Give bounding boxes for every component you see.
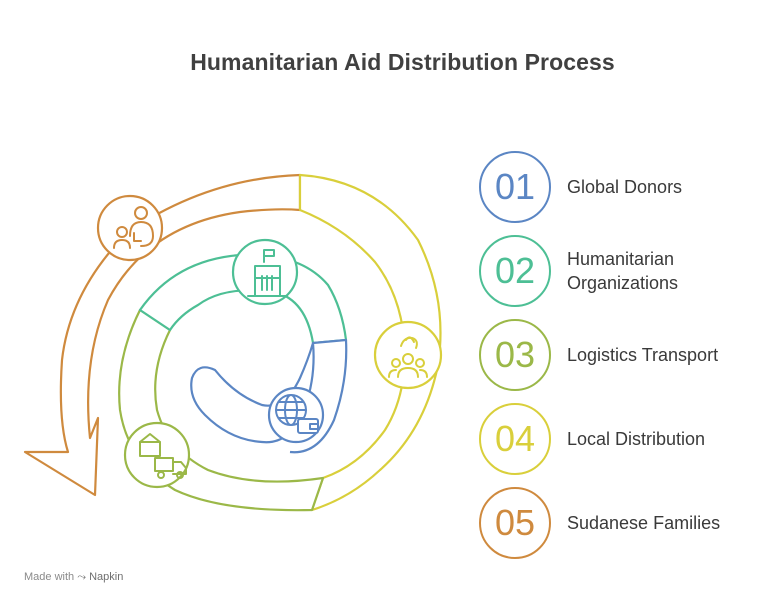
step-label: Sudanese Families [567,513,721,533]
step-number-badge: 02 [479,235,551,307]
made-with-text: Made with [24,571,75,583]
napkin-logo-icon: ⤳ [77,571,87,583]
donors-icon [275,394,319,434]
ring-step-01 [190,338,348,454]
step-label: Logistics Transport [567,345,719,365]
ring-step-03 [118,308,325,512]
family-icon [113,206,154,249]
step-number-badge: 03 [479,319,551,391]
ring-step-05 [23,173,302,497]
ring-step-04 [298,173,443,512]
step-number-badge: 01 [479,151,551,223]
napkin-brand-text: Napkin [89,571,124,583]
step-number-badge: 04 [479,403,551,475]
ring-step-04-shape [298,173,442,512]
ring-step-02 [138,238,348,345]
step-label: Local Distribution [567,429,706,449]
community-icon [388,336,428,378]
step-number-badge: 05 [479,487,551,559]
page-title: Humanitarian Aid Distribution Process [190,49,615,75]
delivery-truck-icon [139,433,187,479]
footer-credit: Made with ⤳ Napkin [24,571,123,584]
step-label: Global Donors [567,177,683,197]
step-label: Humanitarian Organizations [567,249,679,293]
ring-step-01-shape [190,338,348,454]
organization-building-icon [247,249,288,297]
